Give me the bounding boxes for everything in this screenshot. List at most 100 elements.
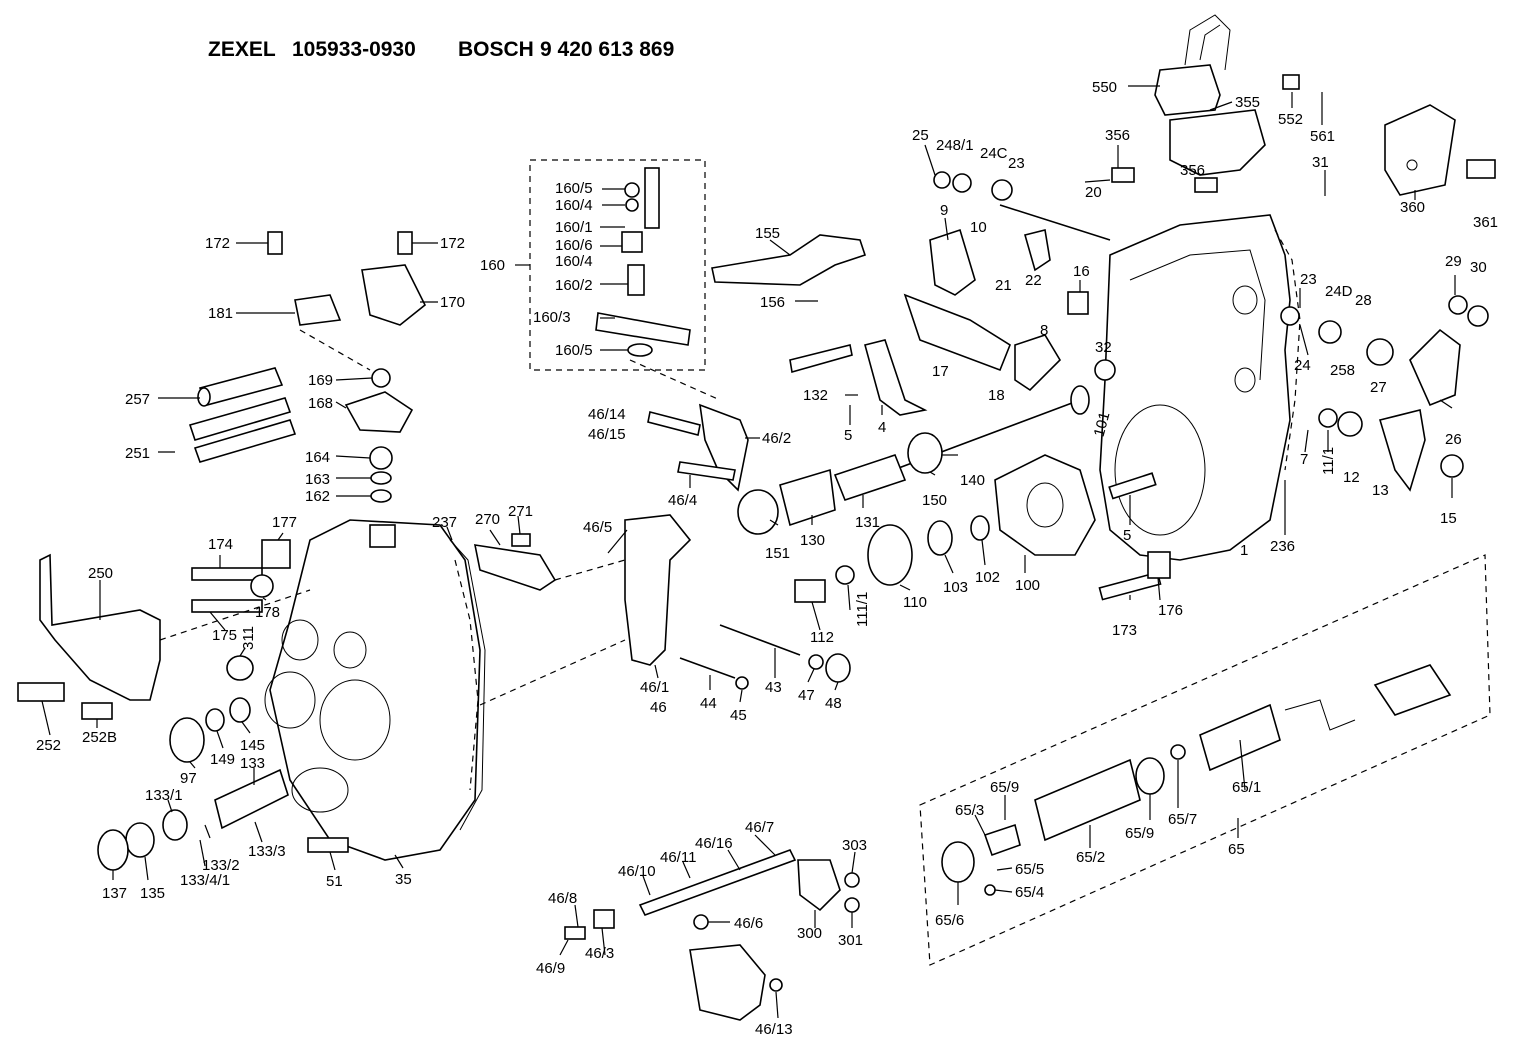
nut-178 <box>250 574 274 598</box>
ring-103 <box>927 520 953 556</box>
label-1606: 160/6 <box>555 237 593 254</box>
ring-164 <box>369 446 393 470</box>
lever-shaft-1601 <box>644 167 660 229</box>
label-12: 12 <box>1343 469 1360 486</box>
label-151: 151 <box>765 545 790 562</box>
screw-356b <box>1194 177 1218 193</box>
label-28: 28 <box>1355 292 1372 309</box>
cap-97 <box>169 717 205 763</box>
label-30: 30 <box>1470 259 1487 276</box>
screw-271 <box>511 533 531 547</box>
bolt-51 <box>307 837 349 853</box>
label-21: 21 <box>995 277 1012 294</box>
label-258: 258 <box>1330 362 1355 379</box>
label-657: 65/7 <box>1168 811 1197 828</box>
label-13: 13 <box>1372 482 1389 499</box>
fitting-463 <box>593 909 615 929</box>
bracket-181 <box>294 294 342 326</box>
label-1604b: 160/4 <box>555 253 593 270</box>
label-178: 178 <box>255 604 280 621</box>
screw-4614 <box>647 411 701 436</box>
bushing-23 <box>991 179 1013 201</box>
washer-162 <box>370 489 392 503</box>
label-1601: 160/1 <box>555 219 593 236</box>
label-469: 46/9 <box>536 960 565 977</box>
gasket-237 <box>449 539 486 831</box>
label-303: 303 <box>842 837 867 854</box>
label-176: 176 <box>1158 602 1183 619</box>
spring-132 <box>789 344 853 374</box>
label-356b: 356 <box>1180 162 1205 179</box>
nut-301 <box>844 897 860 913</box>
seat-151 <box>737 489 779 535</box>
bracket-155 <box>711 234 867 286</box>
label-47: 47 <box>798 687 815 704</box>
front-cover-35 <box>264 519 481 861</box>
label-251: 251 <box>125 445 150 462</box>
shaft-20 <box>999 204 1111 241</box>
label-5a: 5 <box>844 427 852 444</box>
nut-466 <box>693 914 709 930</box>
label-237: 237 <box>432 514 457 531</box>
bracket-270 <box>473 544 557 591</box>
spacer-177 <box>261 539 291 569</box>
lever-9 <box>929 228 976 296</box>
label-18: 18 <box>988 387 1005 404</box>
plug-16 <box>1067 291 1089 315</box>
spring-12 <box>1337 411 1363 437</box>
label-168: 168 <box>308 395 333 412</box>
screw-175 <box>191 599 263 613</box>
sleeve-110 <box>867 524 913 586</box>
label-110: 110 <box>903 594 927 611</box>
seat-1331 <box>162 809 188 841</box>
springs-251 <box>188 397 297 463</box>
label-97: 97 <box>180 770 197 787</box>
bolt-552 <box>1282 74 1300 90</box>
nut-30 <box>1467 305 1489 327</box>
bracket-355 <box>1169 109 1266 176</box>
nut-1605b <box>627 343 653 357</box>
label-15: 15 <box>1440 510 1457 527</box>
label-130: 130 <box>800 532 825 549</box>
label-552: 552 <box>1278 111 1303 128</box>
label-1333: 133/3 <box>248 843 286 860</box>
solenoid-651 <box>1199 703 1281 772</box>
bolt-172a <box>267 231 283 255</box>
bracket-part <box>689 944 766 1021</box>
label-22: 22 <box>1025 272 1042 289</box>
pin-44 <box>679 657 736 679</box>
connector <box>1373 664 1452 716</box>
header-brand-bosch: BOSCH <box>458 38 534 61</box>
label-10: 10 <box>970 219 987 236</box>
label-23a: 23 <box>1008 155 1025 172</box>
nut-145 <box>229 697 251 723</box>
cable-467 <box>638 849 797 916</box>
plate-168 <box>344 391 414 433</box>
label-655: 65/5 <box>1015 861 1044 878</box>
label-561: 561 <box>1310 128 1335 145</box>
washer-657 <box>1170 744 1186 760</box>
header-part-zexel: 105933-0930 <box>292 38 416 61</box>
label-468: 46/8 <box>548 890 577 907</box>
label-149: 149 <box>210 751 235 768</box>
spring-133 <box>214 768 289 830</box>
washer-149 <box>205 708 225 732</box>
label-173: 173 <box>1112 622 1137 639</box>
washer-47 <box>808 654 824 670</box>
label-32: 32 <box>1095 339 1112 356</box>
lever-13 <box>1378 409 1426 492</box>
bolt-252b <box>81 702 113 720</box>
label-101: 101 <box>1091 410 1114 439</box>
label-1602: 160/2 <box>555 277 593 294</box>
label-181: 181 <box>208 305 233 322</box>
label-150: 150 <box>922 492 947 509</box>
plug-311 <box>226 655 254 681</box>
lever-8 <box>1014 334 1062 392</box>
retainer-135 <box>125 822 155 858</box>
label-4611: 46/11 <box>660 849 696 866</box>
nut-169 <box>371 368 391 388</box>
label-656: 65/6 <box>935 912 964 929</box>
label-145: 145 <box>240 737 265 754</box>
bolt-172b <box>397 231 413 255</box>
clip-45 <box>735 676 749 690</box>
